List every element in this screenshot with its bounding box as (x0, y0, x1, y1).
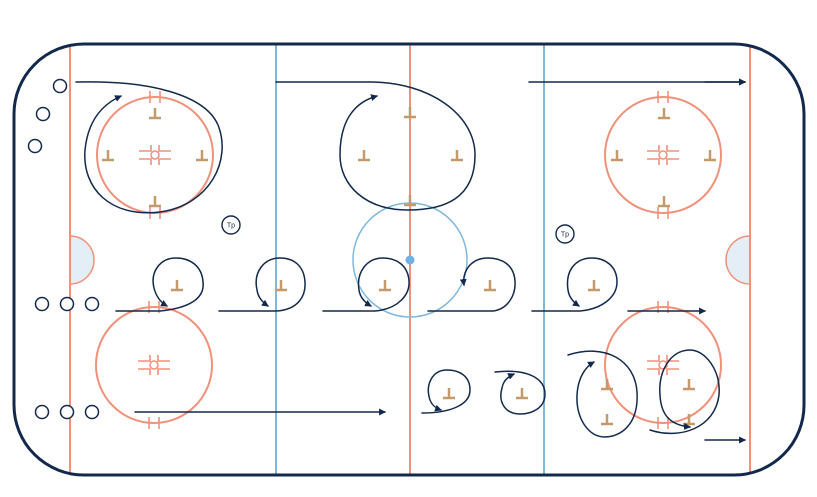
coach-ring (221, 215, 241, 235)
cone-icon (404, 195, 416, 207)
cone-icon (611, 150, 623, 162)
cone-icon (601, 379, 613, 391)
coach-ring (555, 224, 575, 244)
hash-mark (666, 145, 679, 152)
hash-mark (647, 145, 660, 152)
hash-mark (647, 368, 660, 375)
cone-icon (588, 280, 600, 292)
player-circle-outline-icon (34, 296, 50, 312)
hash-mark (139, 158, 152, 165)
faceoff-dot-icon (149, 360, 159, 370)
loop-path-top-center (275, 81, 476, 211)
player-circle-outline-icon (84, 404, 100, 420)
goal-crease-right (725, 235, 751, 285)
hash-mark (138, 368, 151, 375)
tight-turn-4 (427, 257, 516, 312)
cone-icon (658, 196, 670, 208)
player-circle-outline-icon (27, 138, 43, 154)
loop-path-top-left (75, 81, 223, 214)
cone-icon (171, 280, 183, 292)
player-circle-outline-icon (34, 404, 50, 420)
cone-icon (704, 150, 716, 162)
cone-icon (404, 107, 416, 119)
coach-tp-icon: Tp (221, 215, 241, 235)
cone-icon (601, 414, 613, 426)
cone-icon (149, 108, 161, 120)
figure-eight-left (567, 350, 638, 438)
cone-turn-7 (494, 370, 546, 415)
hash-mark (158, 158, 171, 165)
cone-icon (102, 150, 114, 162)
hash-mark (157, 368, 170, 375)
hash-mark (647, 158, 660, 165)
cone-icon (196, 150, 208, 162)
cone-icon (379, 280, 391, 292)
coach-label: Tp (561, 232, 569, 239)
hash-mark (666, 355, 679, 362)
hash-mark (647, 355, 660, 362)
cone-turn-6 (421, 369, 471, 414)
goal-crease-left (69, 235, 95, 285)
faceoff-circle (95, 301, 213, 429)
cone-icon (275, 280, 287, 292)
cone-icon (683, 379, 695, 391)
cone-icon (516, 388, 528, 400)
hash-mark (157, 355, 170, 362)
faceoff-circle (604, 301, 722, 429)
coach-label: Tp (227, 223, 235, 230)
player-circle-outline-icon (52, 78, 68, 94)
faceoff-circle (604, 91, 722, 219)
faceoff-ring (604, 306, 722, 424)
cone-icon (358, 150, 370, 162)
faceoff-ring (95, 306, 213, 424)
hash-mark (138, 355, 151, 362)
cone-icon (658, 108, 670, 120)
players-layer (27, 78, 100, 420)
player-circle-outline-icon (84, 296, 100, 312)
coach-tp-icon: Tp (555, 224, 575, 244)
tight-turn-1 (115, 257, 204, 312)
hash-mark (666, 158, 679, 165)
faceoff-dot-icon (150, 150, 160, 160)
cone-icon (451, 150, 463, 162)
cone-icon (484, 280, 496, 292)
cone-icon (149, 196, 161, 208)
faceoff-ring (604, 96, 722, 214)
center-faceoff-dot (405, 255, 415, 265)
faceoff-dot-icon (658, 360, 668, 370)
tight-turn-2 (218, 257, 306, 312)
player-circle-outline-icon (35, 106, 51, 122)
player-circle-outline-icon (59, 404, 75, 420)
skating-paths (75, 78, 747, 444)
hash-mark (666, 368, 679, 375)
figure-eight-right (649, 349, 720, 435)
hash-mark (158, 145, 171, 152)
tight-turn-5 (531, 257, 618, 312)
hash-mark (139, 145, 152, 152)
rink-boards (12, 42, 806, 477)
faceoff-dot-icon (658, 150, 668, 160)
player-circle-outline-icon (59, 296, 75, 312)
cone-icon (443, 388, 455, 400)
tight-turn-3 (322, 257, 410, 312)
